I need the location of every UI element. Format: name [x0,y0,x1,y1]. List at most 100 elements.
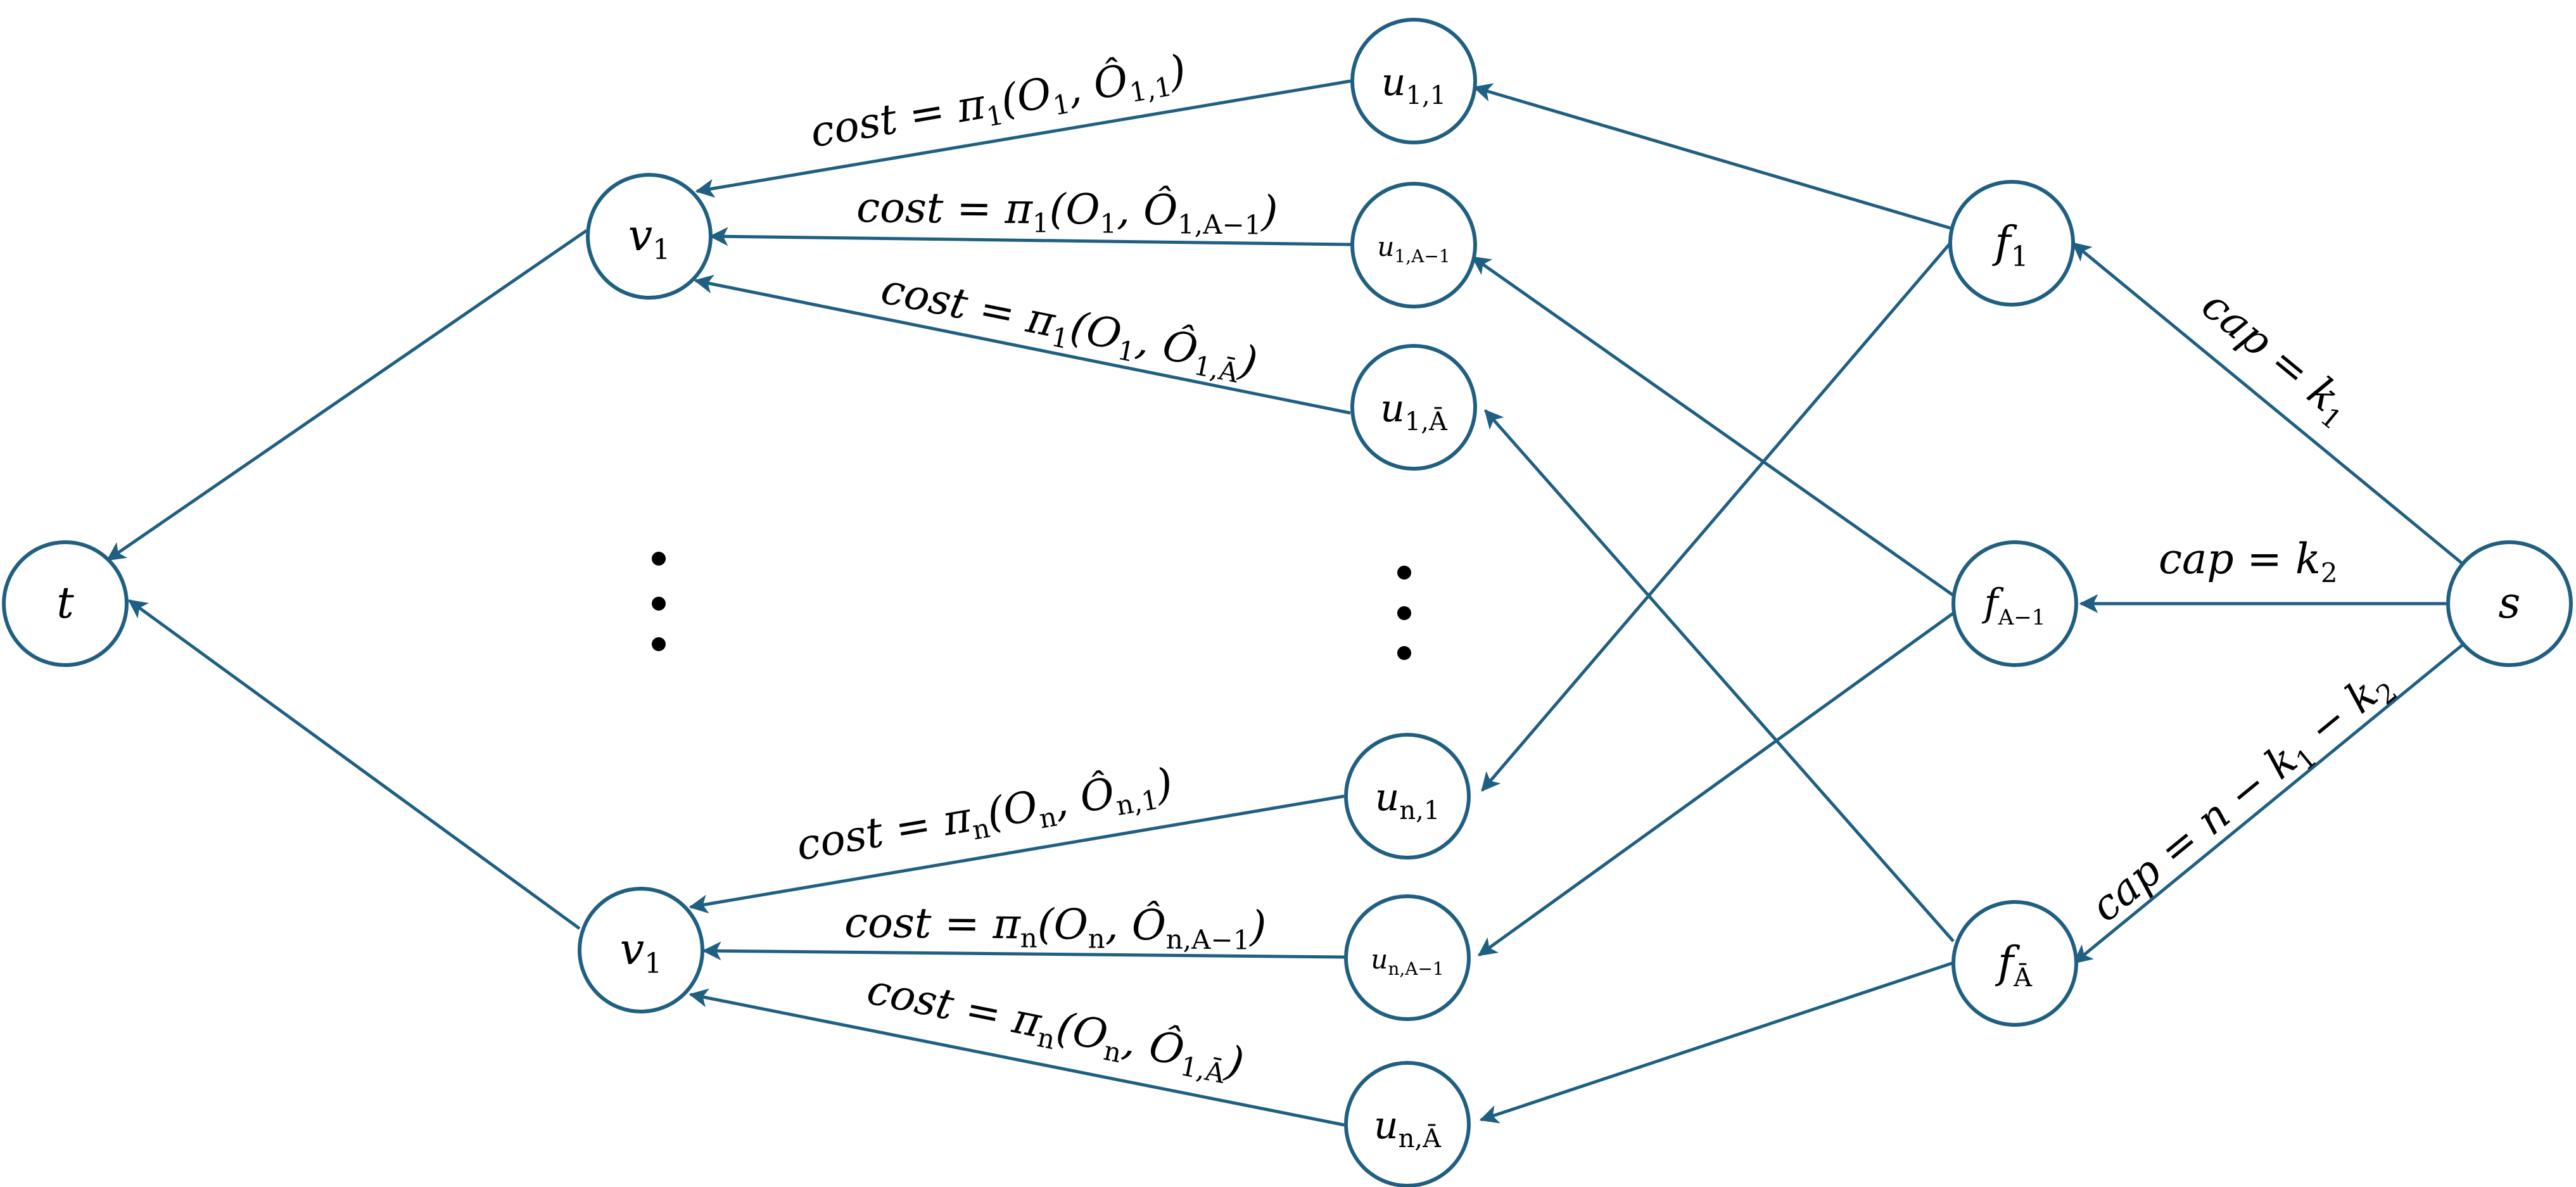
node-label: v [620,925,644,975]
node-u-n-1[interactable]: un,1 [1344,733,1471,860]
edge-labels: cost = π1(O1, Ô1,1) cost = π1(O1, Ô1,A−1… [793,45,2403,1093]
node-label: u [1377,231,1394,262]
edge-f1-u11 [1473,83,1951,230]
label-text: cap = n − k [2081,735,2306,931]
label-text: cost = π [856,183,1034,233]
node-label: t [56,578,74,628]
label-sub: 1,1 [1127,71,1174,108]
node-f-a-minus-1[interactable]: fA−1 [1951,540,2078,667]
cost-label-unAb: cost = πn(On, Ô1,Ā) [862,964,1248,1093]
svg-text:f1: f1 [1991,218,2028,273]
node-subscript: 1,A−1 [1394,246,1450,267]
label-text: (O [983,782,1041,838]
cost-label-u1Ab: cost = π1(O1, Ô1,Ā) [876,263,1261,392]
label-text: ) [1260,187,1278,236]
edge-unA1-v1bot [702,941,1345,961]
svg-text:v1: v1 [620,925,662,980]
cost-label-u1A1: cost = π1(O1, Ô1,A−1) [856,182,1278,241]
edge-fA1-unA1 [1477,611,1955,957]
label-sub: 1,A−1 [1177,208,1262,240]
label-text: , Ô [1063,54,1132,113]
label-text: , Ô [1117,185,1178,235]
edge-f1-un1 [1481,242,1951,792]
node-subscript: n,Ā [1399,1124,1442,1153]
label-text: , Ô [1119,1015,1188,1076]
node-v1-bottom[interactable]: v1 [578,887,704,1013]
vertical-ellipsis-middle [1397,566,1411,660]
node-label: u [1380,386,1405,431]
cost-label-u11: cost = π1(O1, Ô1,1) [807,45,1191,162]
svg-text:u1,1: u1,1 [1381,60,1446,110]
label-text: (O [1049,185,1100,234]
node-subscript: 1 [652,234,670,266]
svg-text:s: s [2499,578,2521,628]
edge-un1-v1bot [688,794,1345,914]
label-text: (O [1037,900,1089,949]
capacity-label-k2: cap = k2 [2159,535,2338,588]
node-u-1-1[interactable]: u1,1 [1350,18,1477,144]
label-sub: n [1020,922,1037,953]
label-text: cap = k [2159,535,2321,583]
nodes: t v1 v1 u1,1 u1,A−1 u1,Ā u [2,18,2573,1187]
svg-text:u1,Ā: u1,Ā [1380,386,1448,436]
node-subscript: Ā [2013,963,2033,993]
node-subscript: 1,Ā [1405,407,1448,436]
edge-fA1-u1A1 [1471,255,1955,597]
label-text: ) [1248,902,1266,951]
node-label: u [1375,775,1400,820]
label-sub: 2 [2321,557,2338,588]
label-text: , Ô [1133,315,1202,375]
node-subscript: n,1 [1399,796,1440,825]
label-text: , Ô [1105,900,1167,950]
node-u-n-abar[interactable]: un,Ā [1344,1061,1471,1187]
label-sub: n,1 [1114,784,1161,822]
node-s[interactable]: s [2446,540,2573,667]
label-text: cap = k [2193,281,2349,421]
edge-fAb-u1Ab [1484,409,1955,943]
label-sub: 1,Ā [1177,1050,1228,1089]
node-label: s [2499,578,2521,628]
label-text: cost = π [844,898,1022,948]
node-u-n-a-minus-1[interactable]: un,A−1 [1344,894,1471,1021]
svg-text:u1,A−1: u1,A−1 [1377,231,1450,267]
node-t[interactable]: t [2,540,129,667]
edge-unAb-v1bot [688,988,1345,1127]
node-f-abar[interactable]: fĀ [1951,900,2078,1027]
svg-text:t: t [56,578,74,628]
node-subscript: n,A−1 [1388,958,1443,979]
edge-u1Ab-v1top [694,274,1351,415]
edge-u1A1-v1top [709,227,1351,246]
label-sub: n [1088,923,1105,954]
svg-text:v1: v1 [628,211,670,266]
cost-label-unA1: cost = πn(On, Ôn,A−1) [844,898,1267,956]
node-subscript: A−1 [1998,605,2046,630]
edge-v1top-t [106,229,588,562]
svg-text:un,A−1: un,A−1 [1371,944,1444,979]
node-label: u [1374,1103,1399,1148]
label-sub: 1 [1032,207,1050,238]
label-sub: n,A−1 [1166,924,1250,955]
node-v1-top[interactable]: v1 [586,173,713,300]
node-u-1-abar[interactable]: u1,Ā [1350,344,1477,471]
node-label: v [628,211,652,261]
label-sub: 1 [1100,208,1117,239]
label-text: , Ô [1050,768,1119,827]
edges [106,79,2464,1127]
label-text: (O [997,68,1055,125]
node-u-1-a-minus-1[interactable]: u1,A−1 [1350,182,1477,308]
node-subscript: 1 [2011,241,2029,273]
edge-fAb-unAb [1479,961,1954,1124]
vertical-ellipsis-left [652,552,666,651]
label-text: (O [1066,302,1125,360]
edge-u11-v1top [695,79,1351,198]
edge-s-f1 [2072,242,2464,565]
capacity-label-k1: cap = k1 [2190,281,2362,436]
label-text: (O [1053,1003,1112,1060]
node-label: u [1381,60,1406,105]
node-subscript: 1 [644,948,662,980]
node-subscript: 1,1 [1406,81,1447,110]
svg-text:un,Ā: un,Ā [1374,1103,1442,1153]
node-f-1[interactable]: f1 [1948,180,2075,307]
label-text: cost = π [793,792,975,870]
